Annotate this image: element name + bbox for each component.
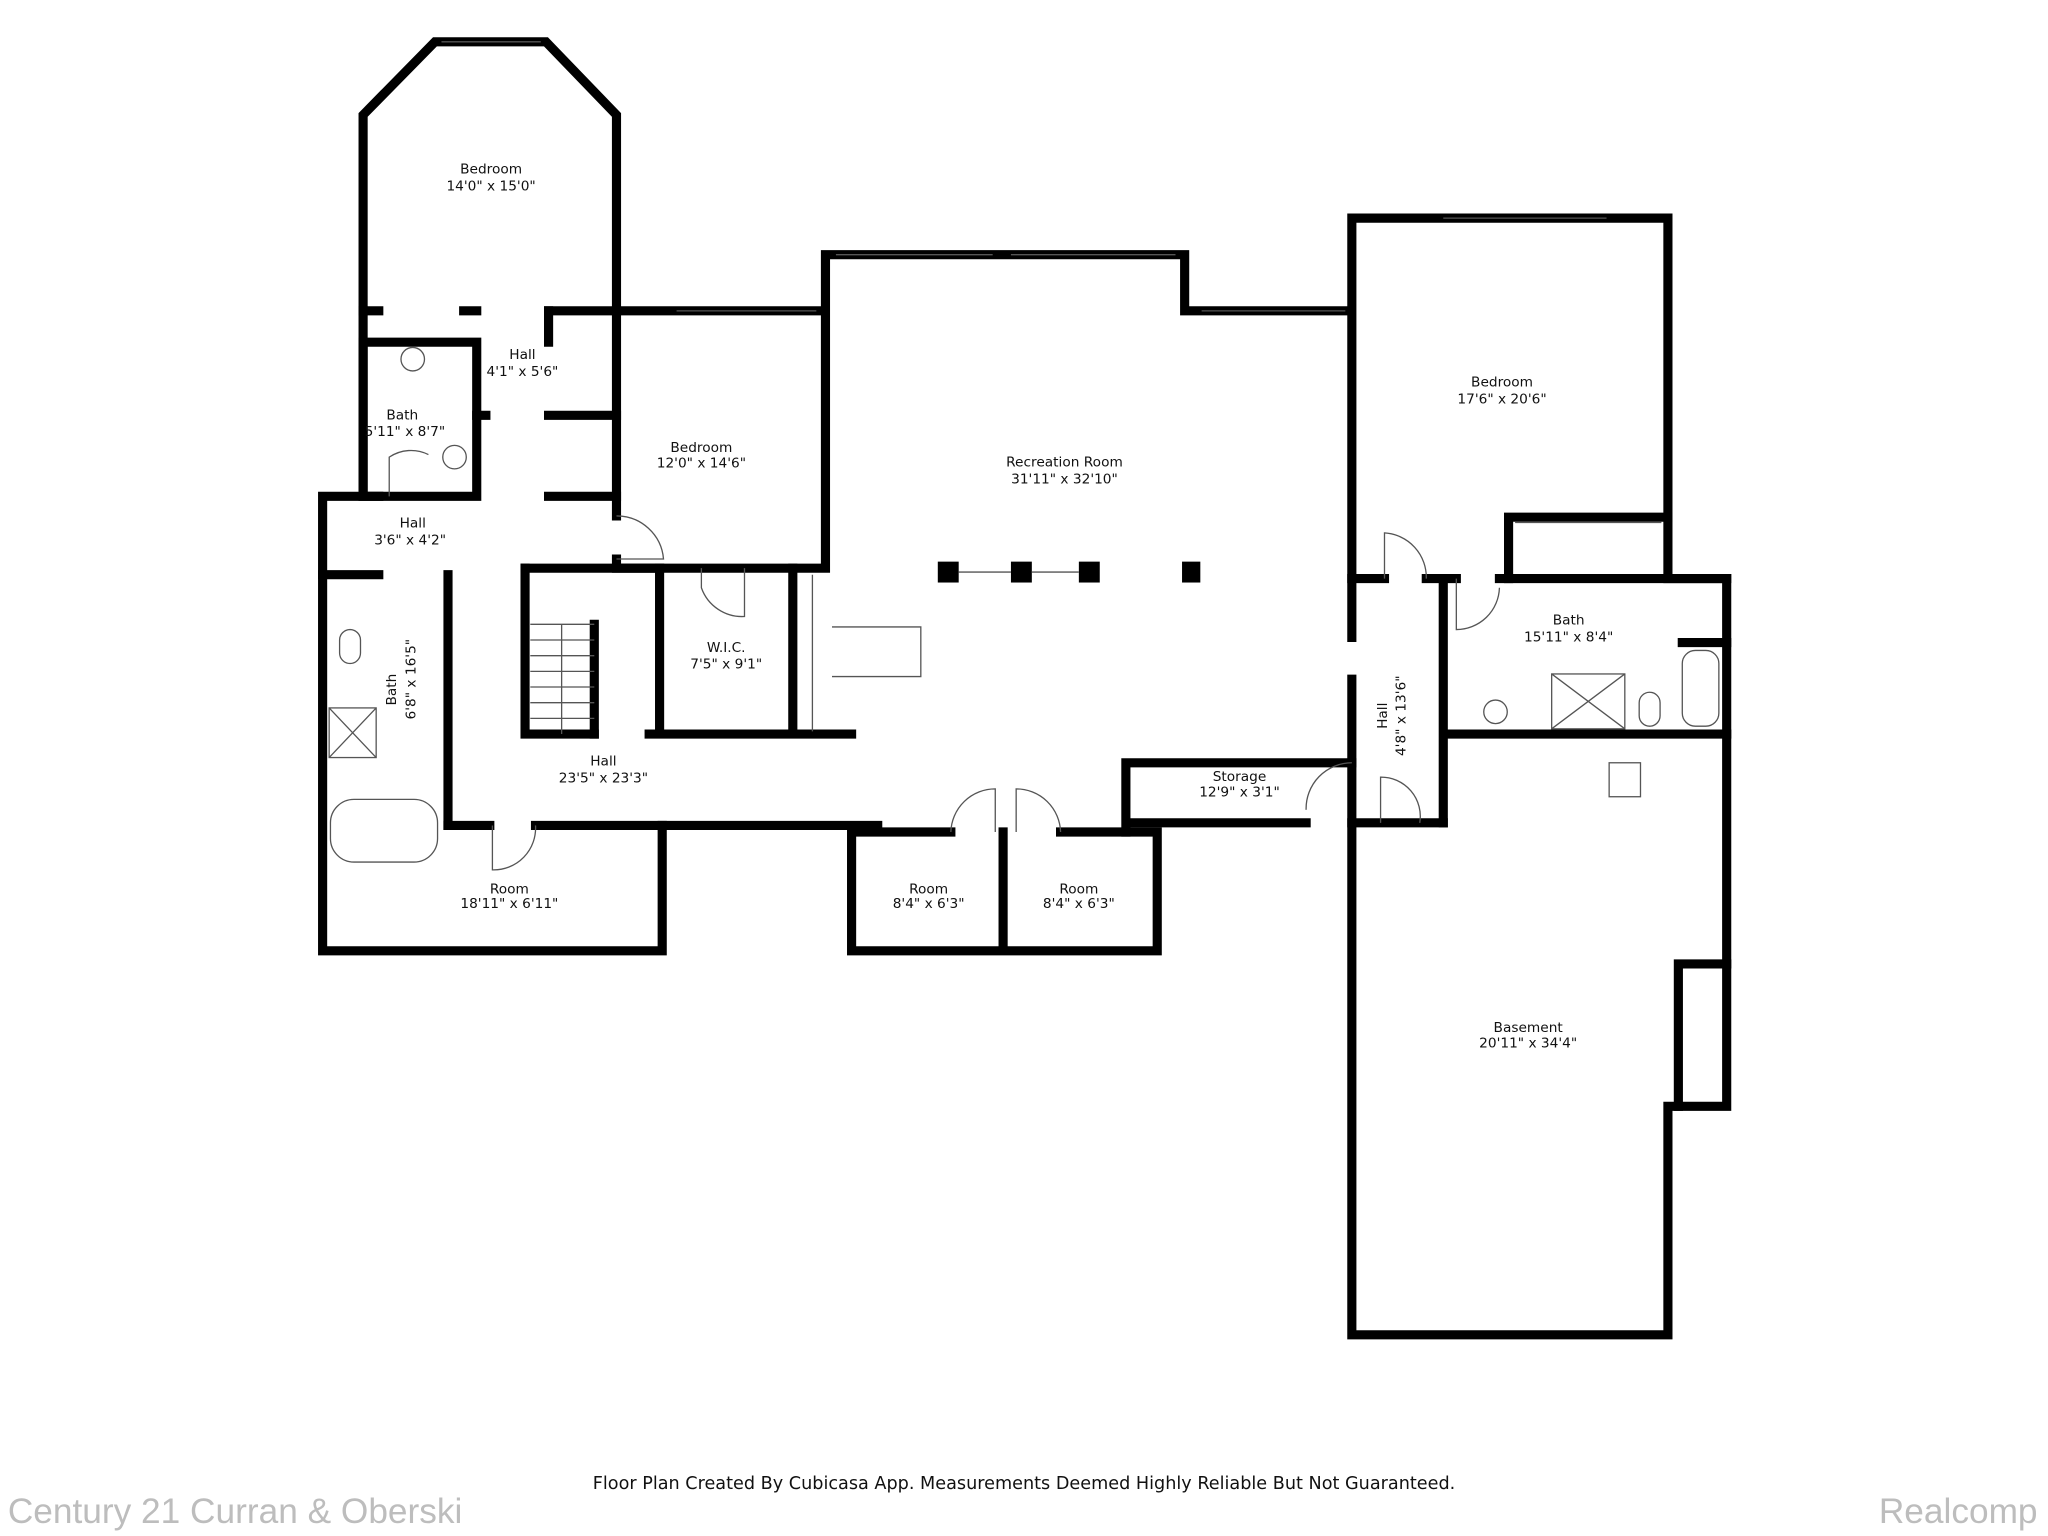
room-dims: 20'11" x 34'4" [1479,1036,1577,1052]
room-dims: 5'11" x 8'7" [365,424,446,440]
room-name: Recreation Room [1006,454,1123,470]
room-dims: 31'11" x 32'10" [1011,471,1118,487]
room-name: Bath [384,674,400,706]
room-name: Room [490,881,529,897]
room-name: Hall [400,516,426,532]
room-name: Bedroom [460,162,522,178]
room-dims: 12'0" x 14'6" [657,456,746,472]
room-name: Room [909,881,948,897]
room-labels: Bedroom 14'0" x 15'0" Hall 4'1" x 5'6" B… [365,162,1614,1052]
room-name: Room [1059,881,1098,897]
room-dims: 8'4" x 6'3" [1043,896,1115,912]
room-dims: 7'5" x 9'1" [690,657,762,673]
room-name: Basement [1494,1020,1564,1036]
room-name: Storage [1213,769,1267,785]
room-name: Hall [509,347,535,363]
disclaimer: Floor Plan Created By Cubicasa App. Meas… [593,1474,1456,1494]
room-name: Bath [386,407,418,423]
room-name: Bath [1553,612,1585,628]
room-dims: 17'6" x 20'6" [1457,392,1546,408]
room-dims: 18'11" x 6'11" [460,896,558,912]
room-dims: 15'11" x 8'4" [1524,629,1613,645]
room-dims: 12'9" x 3'1" [1199,785,1280,801]
room-name: W.I.C. [707,640,746,656]
watermark-agency: Century 21 Curran & Oberski [8,1492,463,1531]
room-dims: 6'8" x 16'5" [403,639,419,720]
fixtures [328,41,1720,871]
room-dims: 14'0" x 15'0" [446,179,535,195]
room-dims: 4'8" x 13'6" [1393,675,1409,756]
room-name: Bedroom [1471,375,1533,391]
walls [318,37,1732,1340]
room-name: Hall [1375,703,1391,729]
room-name: Bedroom [670,440,732,456]
room-dims: 3'6" x 4'2" [374,533,446,549]
room-dims: 23'5" x 23'3" [559,770,648,786]
room-dims: 4'1" x 5'6" [487,364,559,380]
room-dims: 8'4" x 6'3" [893,896,965,912]
room-name: Hall [590,753,616,769]
watermark-realcomp: Realcomp [1879,1492,2038,1531]
